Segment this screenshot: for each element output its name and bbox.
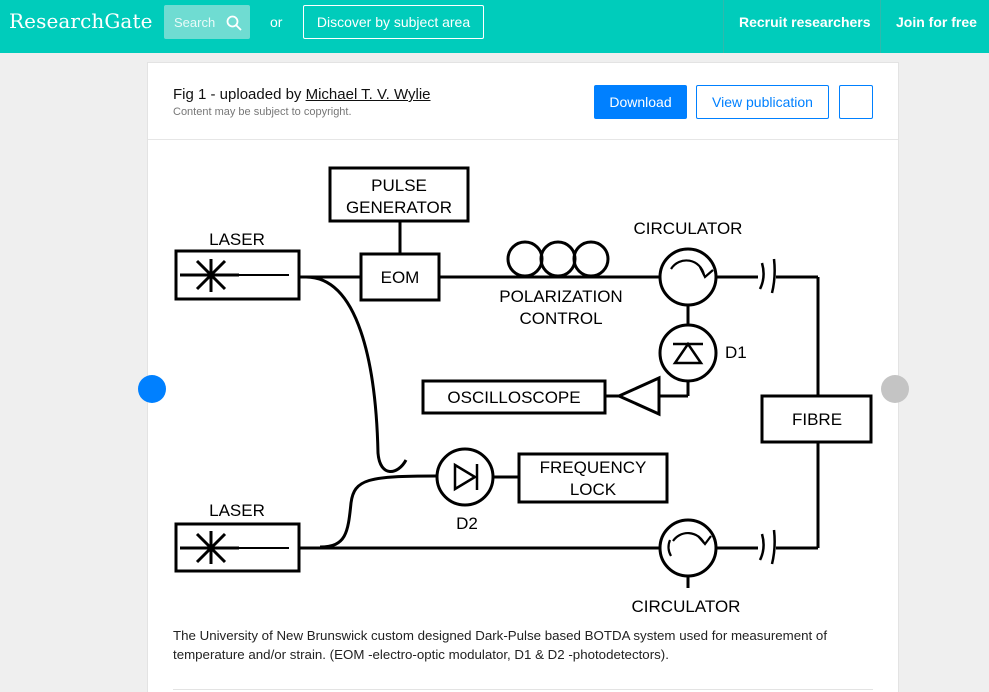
polarization-label-1: POLARIZATION [499, 287, 622, 306]
polarization-loop [506, 240, 544, 278]
laser-top-label: LASER [209, 230, 265, 249]
copyright-notice: Content may be subject to copyright. [173, 106, 352, 118]
nav-divider [880, 0, 881, 53]
botda-system-diagram: PULSE GENERATOR LASER EOM CIRCULATOR POL… [174, 166, 873, 616]
join-for-free-link[interactable]: Join for free [896, 14, 977, 30]
next-figure-button[interactable] [881, 375, 909, 403]
pulse-generator-label-2: GENERATOR [346, 198, 452, 217]
search-placeholder[interactable]: Search [174, 15, 216, 30]
polarization-loop [572, 240, 610, 278]
frequency-lock-box [517, 452, 669, 504]
circulator-top [658, 247, 718, 307]
laser-top-box [174, 249, 301, 301]
pulse-generator-label-1: PULSE [371, 176, 427, 195]
d1-label: D1 [725, 343, 747, 362]
recruit-researchers-link[interactable]: Recruit researchers [739, 14, 871, 30]
download-button[interactable]: Download [594, 85, 687, 119]
eom-label: EOM [381, 268, 420, 287]
uploader-link[interactable]: Michael T. V. Wylie [305, 86, 431, 103]
top-navigation-bar: ResearchGate Search or Discover by subje… [0, 0, 989, 53]
figure-caption: The University of New Brunswick custom d… [173, 628, 828, 662]
frequency-lock-label-1: FREQUENCY [540, 458, 647, 477]
divider [173, 689, 873, 690]
researchgate-logo[interactable]: ResearchGate [9, 9, 153, 33]
or-text: or [270, 14, 283, 30]
laser-bottom-label: LASER [209, 501, 265, 520]
figure-title: Fig 1 - uploaded by Michael T. V. Wylie [173, 86, 431, 103]
figure-card: Fig 1 - uploaded by Michael T. V. Wylie … [147, 62, 899, 692]
polarization-label-2: CONTROL [519, 309, 602, 328]
previous-figure-button[interactable] [138, 375, 166, 403]
figure-header: Fig 1 - uploaded by Michael T. V. Wylie … [148, 63, 898, 140]
search-box[interactable]: Search [164, 5, 250, 39]
photodetector-d1 [658, 323, 718, 383]
amplifier-triangle [615, 375, 661, 417]
frequency-lock-label-2: LOCK [570, 480, 617, 499]
oscilloscope-box [421, 379, 607, 415]
circulator-top-label: CIRCULATOR [634, 219, 743, 238]
fibre-label: FIBRE [792, 410, 842, 429]
photodetector-d2 [435, 447, 495, 507]
oscilloscope-label: OSCILLOSCOPE [447, 388, 580, 407]
d2-label: D2 [456, 514, 478, 533]
discover-by-subject-button[interactable]: Discover by subject area [303, 5, 484, 39]
figure-title-prefix: Fig 1 - uploaded by [173, 86, 306, 103]
circulator-bottom-label: CIRCULATOR [632, 597, 741, 616]
view-publication-button[interactable]: View publication [696, 85, 829, 119]
search-icon[interactable] [226, 15, 242, 31]
nav-divider [723, 0, 724, 53]
polarization-loop [539, 240, 577, 278]
more-options-button[interactable] [839, 85, 873, 119]
